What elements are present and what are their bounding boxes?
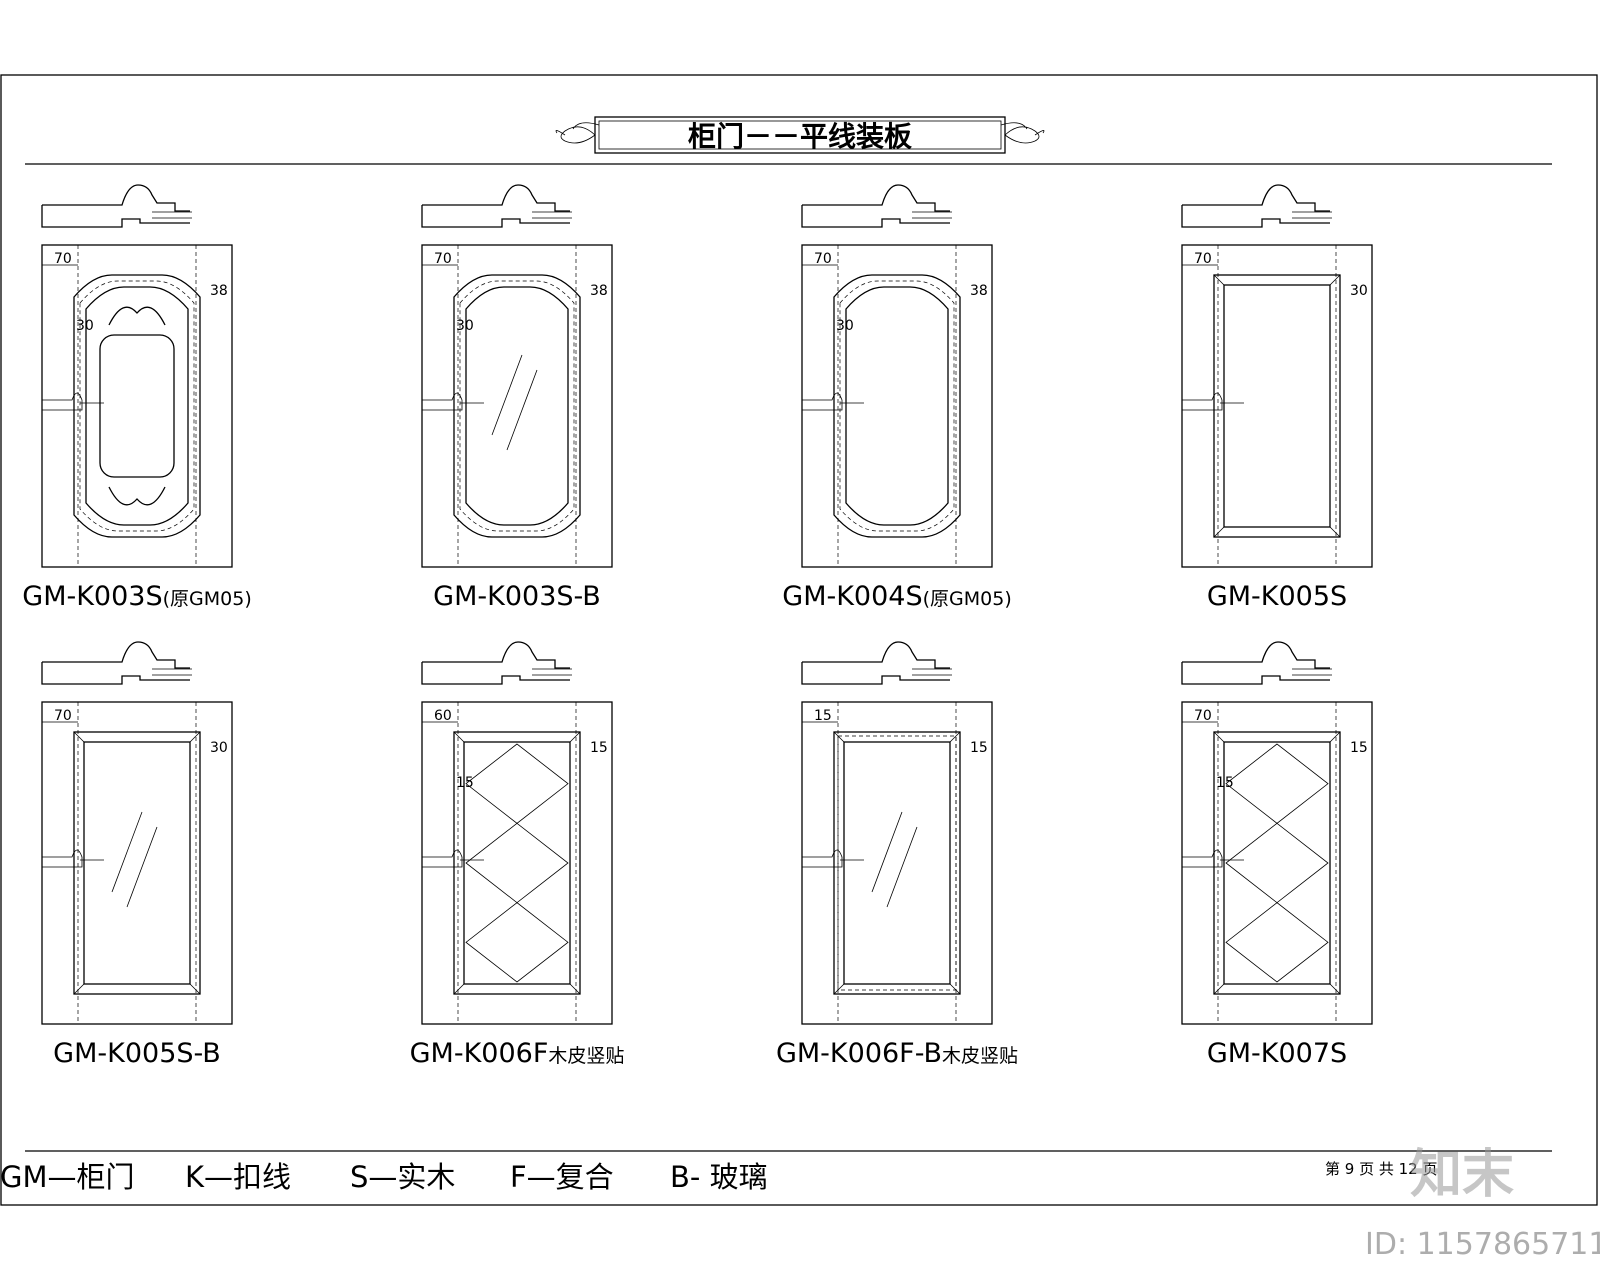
page-info: 第 9 页 共 12 页 bbox=[1325, 1160, 1437, 1178]
diamond-pattern bbox=[1225, 822, 1329, 904]
door-outline bbox=[1181, 244, 1373, 568]
diamond-pattern bbox=[1225, 743, 1329, 824]
door-outline bbox=[1181, 701, 1373, 1025]
glass-reflection-icon bbox=[111, 811, 143, 893]
dimension-label: 15 bbox=[456, 775, 474, 791]
door-code-label: GM-K006F-B木皮竖贴 bbox=[776, 1038, 1018, 1069]
dimension-label: 60 bbox=[434, 708, 452, 724]
dimension-label: 30 bbox=[76, 318, 94, 334]
right-ornament-icon bbox=[1000, 122, 1045, 144]
legend-gm: GM—柜门 bbox=[0, 1160, 135, 1194]
door-outline bbox=[801, 244, 993, 568]
door-catalog: 703830GM-K003S(原GM05)703830GM-K003S-B703… bbox=[22, 184, 1373, 1069]
carved-ornament-icon bbox=[108, 306, 166, 326]
door-outline bbox=[421, 701, 613, 1025]
diamond-pattern bbox=[465, 822, 569, 904]
watermark-id: ID: 1157865711 bbox=[1365, 1227, 1600, 1262]
dimension-label: 30 bbox=[1350, 283, 1368, 299]
door-code-label: GM-K003S(原GM05) bbox=[22, 581, 251, 612]
dimension-label: 70 bbox=[434, 251, 452, 267]
dimension-label: 70 bbox=[1194, 708, 1212, 724]
dimension-label: 70 bbox=[814, 251, 832, 267]
dimension-label: 15 bbox=[970, 740, 988, 756]
left-ornament-icon bbox=[555, 122, 600, 144]
watermark-brand: 知末 bbox=[1410, 1145, 1514, 1205]
watermark: 知末 ID: 1157865711 bbox=[1365, 1145, 1600, 1262]
title-block: 柜门－－平线装板 bbox=[555, 116, 1045, 154]
glass-reflection-icon bbox=[871, 811, 903, 893]
diamond-pattern bbox=[1225, 902, 1329, 983]
dimension-label: 30 bbox=[836, 318, 854, 334]
dimension-label: 70 bbox=[54, 708, 72, 724]
dimension-label: 15 bbox=[1350, 740, 1368, 756]
dimension-label: 30 bbox=[210, 740, 228, 756]
door-outline bbox=[41, 244, 233, 568]
dimension-label: 70 bbox=[1194, 251, 1212, 267]
dimension-label: 38 bbox=[590, 283, 608, 299]
dimension-label: 15 bbox=[590, 740, 608, 756]
dimension-label: 38 bbox=[970, 283, 988, 299]
glass-reflection-icon bbox=[491, 354, 523, 436]
legend-b: B- 玻璃 bbox=[670, 1160, 768, 1194]
door-code-label: GM-K007S bbox=[1207, 1038, 1347, 1069]
legend: GM—柜门 K—扣线 S—实木 F—复合 B- 玻璃 bbox=[0, 1160, 768, 1194]
door-code-label: GM-K005S bbox=[1207, 581, 1347, 612]
dimension-label: 15 bbox=[814, 708, 832, 724]
carved-ornament-icon bbox=[108, 486, 166, 506]
sheet-border bbox=[0, 74, 1598, 1206]
door-code-label: GM-K006F木皮竖贴 bbox=[410, 1038, 625, 1069]
diamond-pattern bbox=[465, 902, 569, 983]
dimension-label: 30 bbox=[456, 318, 474, 334]
dimension-label: 70 bbox=[54, 251, 72, 267]
door-outline bbox=[421, 244, 613, 568]
diamond-pattern bbox=[465, 743, 569, 824]
door-code-label: GM-K003S-B bbox=[433, 581, 601, 612]
door-code-label: GM-K004S(原GM05) bbox=[782, 581, 1011, 612]
dimension-label: 38 bbox=[210, 283, 228, 299]
legend-k: K—扣线 bbox=[185, 1160, 291, 1194]
legend-f: F—复合 bbox=[510, 1160, 614, 1194]
door-outline bbox=[801, 701, 993, 1025]
legend-s: S—实木 bbox=[350, 1160, 455, 1194]
page-title: 柜门－－平线装板 bbox=[688, 120, 912, 153]
dimension-label: 15 bbox=[1216, 775, 1234, 791]
door-code-label: GM-K005S-B bbox=[53, 1038, 221, 1069]
door-outline bbox=[41, 701, 233, 1025]
